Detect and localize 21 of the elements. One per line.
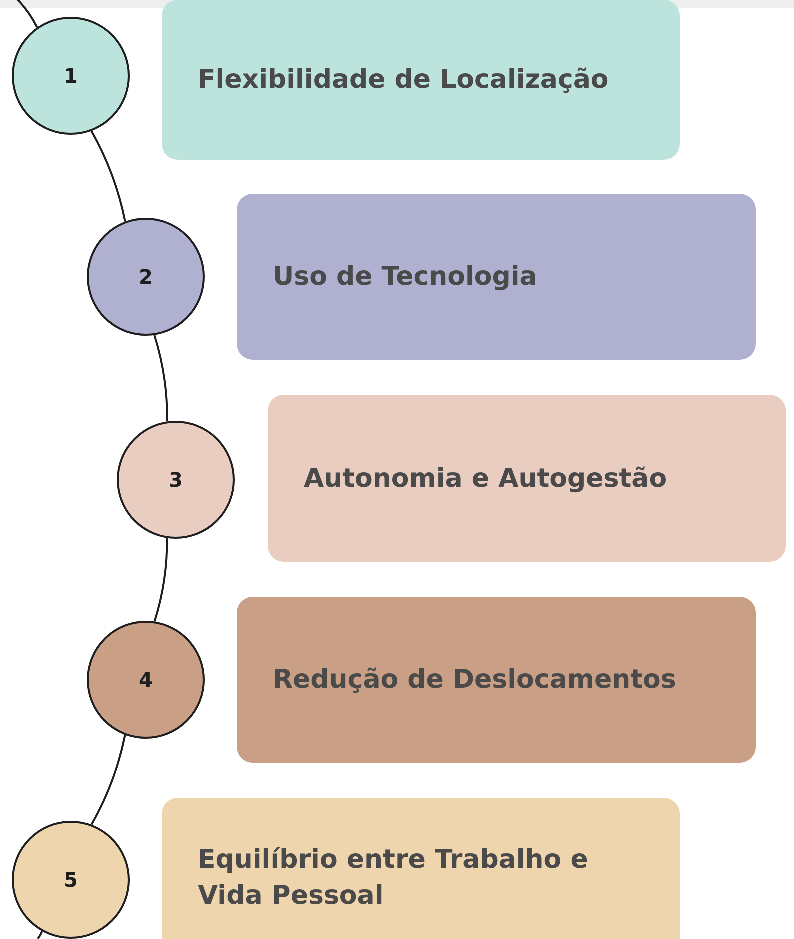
step-card	[268, 395, 786, 562]
step-title: Flexibilidade de Localização	[198, 64, 609, 97]
step-title: Autonomia e Autogestão	[304, 462, 668, 496]
step-card	[237, 597, 756, 763]
step-number: 3	[169, 468, 183, 492]
step-number: 2	[139, 265, 153, 289]
connector-line	[154, 335, 168, 422]
connector-line	[90, 735, 126, 826]
connector-line	[90, 130, 126, 222]
connector-line	[154, 538, 168, 622]
step-number: 4	[139, 668, 153, 692]
step-number: 1	[64, 64, 78, 88]
connector-line	[37, 931, 44, 939]
step-card	[162, 798, 680, 939]
step-number: 5	[64, 868, 78, 892]
connector-line	[17, 0, 38, 28]
step-card	[162, 0, 680, 160]
step-title: Equilíbrio entre Trabalho e Vida Pessoal	[198, 844, 590, 913]
step-title: Uso de Tecnologia	[273, 261, 538, 294]
step-title: Redução de Deslocamentos	[273, 664, 676, 697]
step-card	[237, 194, 756, 360]
